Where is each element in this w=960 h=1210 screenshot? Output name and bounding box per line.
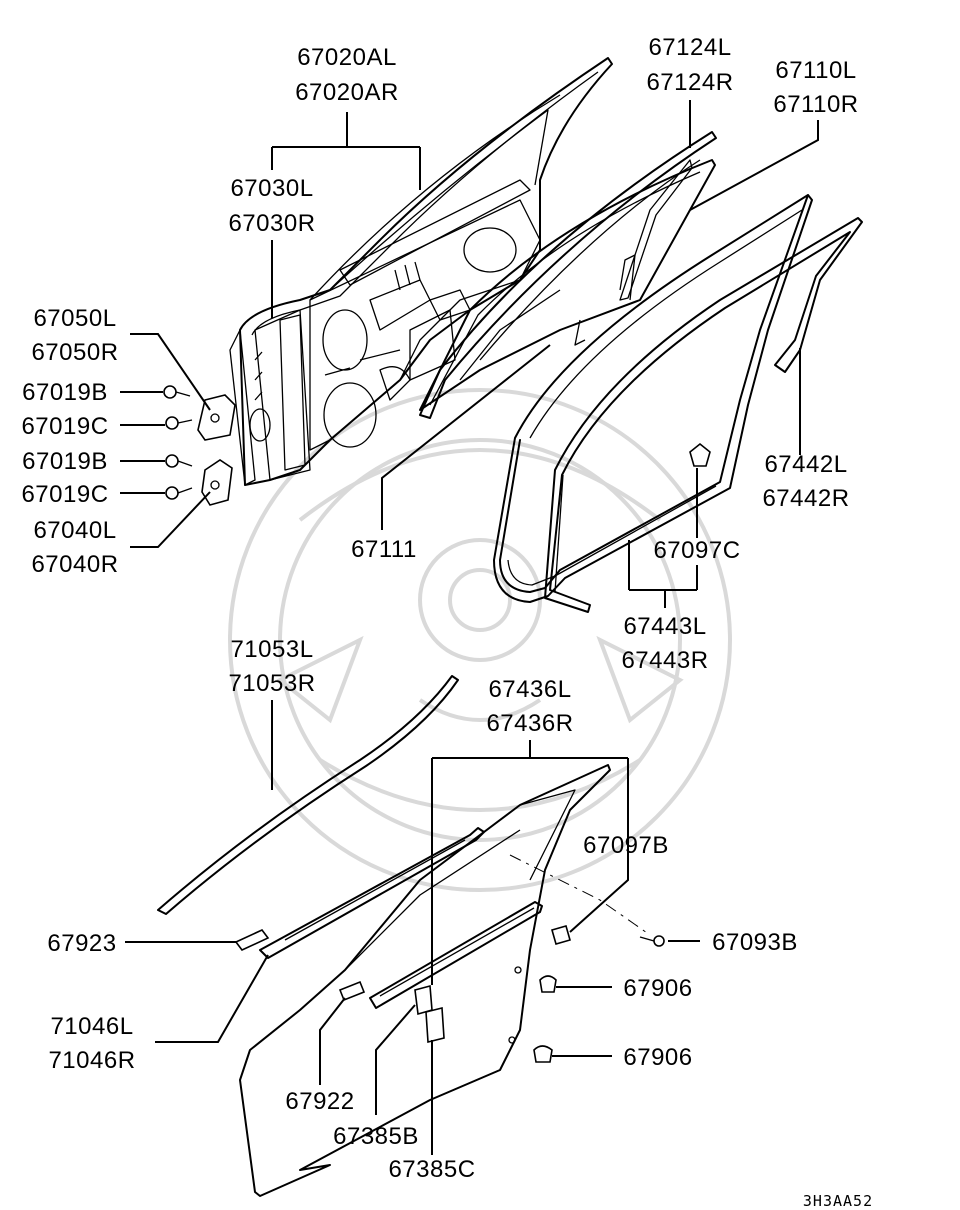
- part-67385b-shape: [414, 984, 433, 1016]
- door-weatherstrip: [493, 194, 813, 603]
- belt-moulding: [234, 827, 485, 959]
- label-67093b: 67093B: [712, 929, 798, 956]
- part-67385c-shape: [425, 1006, 445, 1044]
- clip-67097b-shape: [551, 925, 571, 945]
- label-67097b: 67097B: [583, 832, 669, 859]
- label-67019c-lower: 67019C: [21, 481, 108, 508]
- plug-67906-upper-shape: [539, 975, 557, 993]
- bolt-67019b-lower: [165, 454, 193, 468]
- outer-door-panel: [239, 764, 611, 1197]
- lower-sash-channel: [369, 901, 543, 1009]
- label-67443l: 67443L: [623, 613, 706, 640]
- part-labels: 67020AL 67020AR 67030L 67030R 67124L 671…: [21, 34, 873, 1210]
- label-67436r: 67436R: [486, 710, 573, 737]
- label-71053r: 71053R: [228, 670, 315, 697]
- label-67922: 67922: [285, 1088, 354, 1115]
- label-67030r: 67030R: [228, 210, 315, 237]
- door-panel-assembly: [229, 57, 613, 486]
- label-67124l: 67124L: [648, 34, 731, 61]
- label-67030l: 67030L: [230, 175, 313, 202]
- screw-67093b-shape: [639, 935, 665, 947]
- glass-run-channels: [419, 131, 717, 419]
- label-67385b: 67385B: [333, 1123, 419, 1150]
- label-67110r: 67110R: [773, 91, 858, 118]
- label-67906-lower: 67906: [623, 1044, 692, 1071]
- plug-67906-lower-shape: [533, 1045, 553, 1063]
- label-67111: 67111: [351, 536, 417, 563]
- label-67019b-upper: 67019B: [22, 379, 108, 406]
- label-71053l: 71053L: [230, 636, 313, 663]
- bolt-67019c-upper: [165, 416, 193, 430]
- leader-lines: [120, 100, 819, 1155]
- label-67040r: 67040R: [31, 551, 118, 578]
- label-67020ar: 67020AR: [295, 79, 399, 106]
- label-67443r: 67443R: [621, 647, 708, 674]
- label-67385c: 67385C: [388, 1156, 475, 1183]
- label-67019c-upper: 67019C: [21, 413, 108, 440]
- bolt-67019c-lower: [165, 486, 193, 500]
- secondary-weatherstrip: [544, 217, 863, 613]
- label-71046l: 71046L: [50, 1013, 133, 1040]
- label-67110l: 67110L: [775, 57, 856, 84]
- watermark-emblem: [228, 388, 732, 892]
- bolt-67019b-upper: [163, 385, 191, 399]
- label-67442r: 67442R: [762, 485, 849, 512]
- small-parts-lower: [338, 854, 665, 1063]
- label-67436l: 67436L: [488, 676, 571, 703]
- label-67442l: 67442L: [764, 451, 847, 478]
- drawing-code: 3H3AA52: [803, 1192, 873, 1210]
- label-67040l: 67040L: [33, 517, 116, 544]
- label-67019b-lower: 67019B: [22, 448, 108, 475]
- hinges-and-bolts: [163, 385, 236, 506]
- label-67097c: 67097C: [653, 537, 740, 564]
- label-71046r: 71046R: [48, 1047, 135, 1074]
- label-67906-upper: 67906: [623, 975, 692, 1002]
- label-67020al: 67020AL: [297, 44, 397, 71]
- label-67050l: 67050L: [33, 305, 116, 332]
- label-67050r: 67050R: [31, 339, 118, 366]
- roof-moulding: [157, 675, 459, 915]
- part-67922-shape: [338, 980, 366, 1002]
- window-glass: [419, 159, 716, 411]
- label-67124r: 67124R: [646, 69, 733, 96]
- label-67923: 67923: [47, 930, 116, 957]
